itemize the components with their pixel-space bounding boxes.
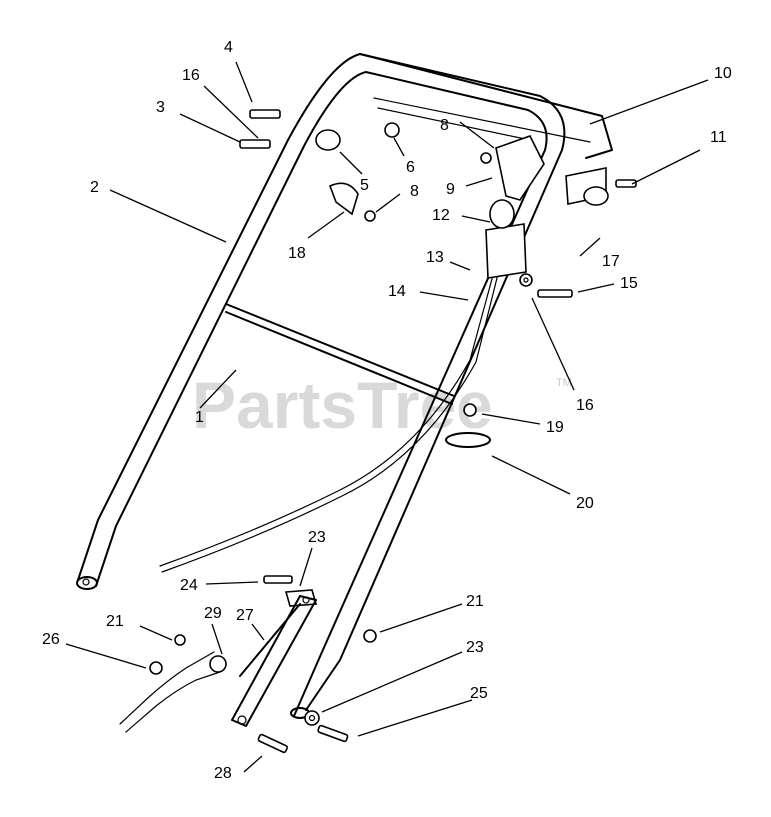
callout-16-right: 16	[576, 397, 594, 414]
callout-4: 4	[224, 39, 233, 56]
watermark: PartsTree	[192, 368, 493, 442]
callout-23-top: 23	[308, 529, 326, 546]
callout-6: 6	[406, 159, 415, 176]
callout-20: 20	[576, 495, 594, 512]
callout-14: 14	[388, 283, 406, 300]
control-bracket	[480, 135, 545, 287]
left-hardware	[239, 109, 400, 222]
right-hardware	[445, 167, 637, 448]
callout-23-bottom: 23	[466, 639, 484, 656]
callout-3: 3	[156, 99, 165, 116]
callout-5: 5	[360, 177, 369, 194]
callout-10: 10	[714, 65, 732, 82]
watermark-trademark: TM	[556, 377, 572, 389]
callout-26: 26	[42, 631, 60, 648]
callout-9: 9	[446, 181, 455, 198]
callout-16-left: 16	[182, 67, 200, 84]
callout-11: 11	[710, 129, 727, 146]
callout-8-left: 8	[410, 183, 419, 200]
leader-lines	[65, 61, 709, 773]
callout-27: 27	[236, 607, 254, 624]
upper-handle	[76, 53, 613, 719]
callout-15: 15	[620, 275, 638, 292]
callout-21-right: 21	[466, 593, 484, 610]
callout-28: 28	[214, 765, 232, 782]
callout-17: 17	[602, 253, 620, 270]
callout-1: 1	[195, 409, 204, 426]
callout-18: 18	[288, 245, 306, 262]
callout-13: 13	[426, 249, 444, 266]
callout-24: 24	[180, 577, 198, 594]
lower-links	[119, 575, 377, 754]
callout-8-top: 8	[440, 117, 449, 134]
cross-bar	[225, 303, 455, 405]
callout-21-left: 21	[106, 613, 124, 630]
callout-12: 12	[432, 207, 450, 224]
callout-19: 19	[546, 419, 564, 436]
callout-25: 25	[470, 685, 488, 702]
callout-29: 29	[204, 605, 222, 622]
control-cable	[159, 263, 501, 573]
callout-2: 2	[90, 179, 99, 196]
